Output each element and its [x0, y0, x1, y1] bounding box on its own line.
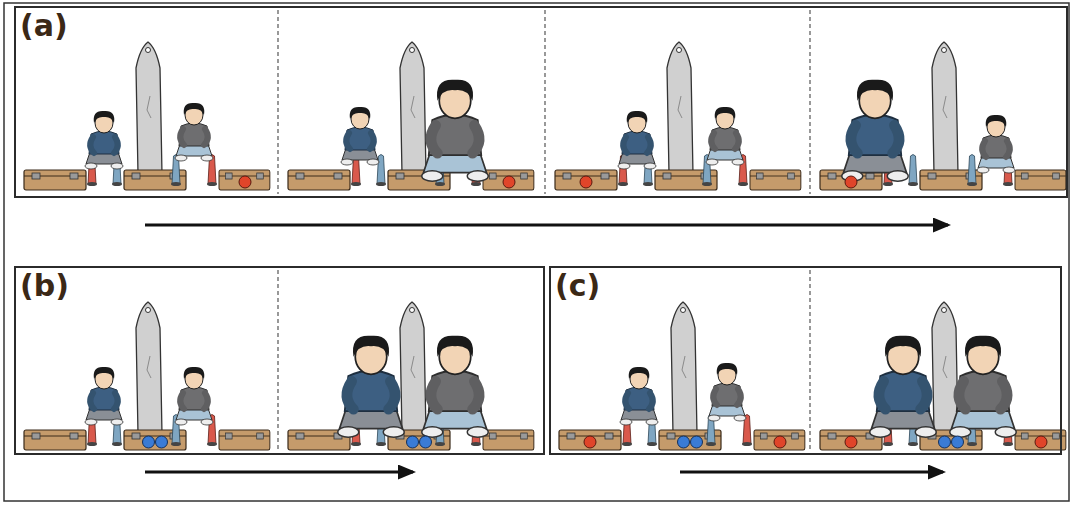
panel-label: (b)	[20, 269, 69, 302]
blue-balls	[678, 436, 703, 448]
panel-frame: (c)	[549, 266, 1062, 455]
child-grey-hoodie	[422, 80, 489, 182]
scene-base	[24, 302, 270, 450]
scene-frame	[555, 42, 801, 190]
time-arrow	[680, 471, 943, 474]
panel-label: (a)	[20, 9, 68, 42]
red-ball	[580, 176, 592, 188]
time-arrow	[145, 471, 413, 474]
blue-balls	[143, 436, 168, 448]
red-ball	[774, 436, 786, 448]
child-blue-hoodie	[870, 336, 937, 438]
frame-divider	[809, 270, 810, 451]
child-blue-hoodie	[338, 336, 405, 438]
red-ball	[845, 436, 857, 448]
child-grey-hoodie	[706, 107, 744, 165]
frame-divider	[277, 270, 278, 451]
panel-frame: (a)	[14, 6, 1068, 198]
time-arrow	[145, 224, 948, 227]
red-ball	[845, 176, 857, 188]
red-ball	[1035, 436, 1047, 448]
frame-divider	[809, 10, 810, 194]
scene-base	[24, 42, 270, 190]
scene-frame	[288, 302, 534, 450]
child-grey-hoodie	[175, 103, 213, 161]
red-ball	[239, 176, 251, 188]
red-ball	[503, 176, 515, 188]
scene-base	[555, 42, 801, 190]
scene-base	[288, 42, 534, 190]
scene-base	[820, 302, 1066, 450]
child-grey-hoodie	[708, 363, 746, 421]
scene-frame	[820, 42, 1066, 190]
scene-base	[288, 302, 534, 450]
child-blue-hoodie	[620, 367, 658, 425]
scene-frame	[820, 302, 1066, 450]
panel-label: (c)	[555, 269, 600, 302]
scene-frame	[24, 302, 270, 450]
scene-frame	[288, 42, 534, 190]
scene-frame	[559, 302, 805, 450]
scene-base	[559, 302, 805, 450]
red-ball	[584, 436, 596, 448]
child-blue-hoodie	[618, 111, 656, 169]
outer-frame	[4, 3, 1069, 501]
scene-base	[820, 42, 1066, 190]
frame-divider	[544, 10, 545, 194]
scene-frame	[24, 42, 270, 190]
child-grey-hoodie	[950, 336, 1017, 438]
blue-balls	[939, 436, 964, 448]
panel-frame: (b)	[14, 266, 545, 455]
blue-balls	[407, 436, 432, 448]
child-grey-hoodie	[422, 336, 489, 438]
child-blue-hoodie	[341, 107, 379, 165]
child-blue-hoodie	[85, 111, 123, 169]
child-blue-hoodie	[842, 80, 909, 182]
child-grey-hoodie	[175, 367, 213, 425]
child-grey-hoodie	[977, 115, 1015, 173]
frame-divider	[277, 10, 278, 194]
child-blue-hoodie	[85, 367, 123, 425]
